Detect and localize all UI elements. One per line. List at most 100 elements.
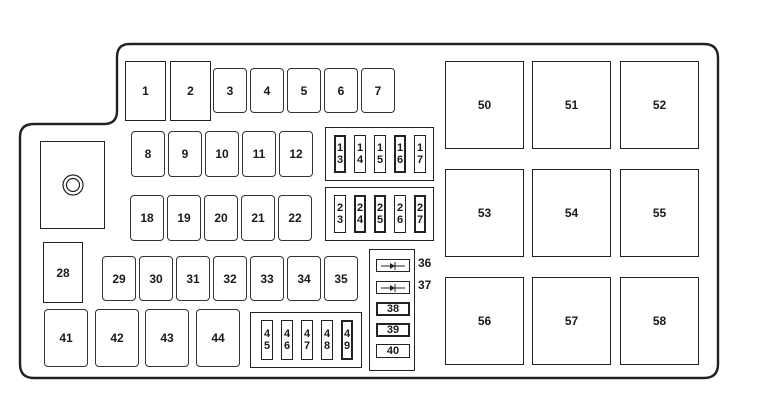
fuse-30-label: 30 [149, 271, 163, 286]
fuse-6[interactable]: 6 [324, 68, 358, 113]
fuse-11[interactable]: 11 [242, 131, 276, 177]
fuse-29-label: 29 [112, 271, 126, 286]
fuse-18[interactable]: 18 [130, 195, 164, 241]
fuse-42[interactable]: 42 [95, 309, 139, 367]
relay-2-label: 2 [187, 84, 194, 98]
fuse-39-label: 39 [386, 324, 400, 336]
mini-fuse-digit: 5 [263, 340, 271, 352]
fuse-3[interactable]: 3 [213, 68, 247, 113]
fuse-12[interactable]: 12 [279, 131, 313, 177]
relay-56-label: 56 [477, 314, 492, 328]
mini-fuse-digit: 7 [303, 340, 311, 352]
relay-58-label: 58 [652, 314, 667, 328]
mini-fuse-digit: 9 [343, 340, 351, 352]
fuse-40[interactable]: 40 [376, 344, 410, 358]
fuse-33[interactable]: 33 [250, 256, 284, 301]
relay-53[interactable]: 53 [445, 169, 524, 257]
fuse-32-label: 32 [223, 271, 237, 286]
relay-57[interactable]: 57 [532, 277, 611, 365]
fuse-4[interactable]: 4 [250, 68, 284, 113]
relay-55-label: 55 [652, 206, 667, 220]
mini-fuse-digit: 4 [323, 328, 331, 340]
relay-53-label: 53 [477, 206, 492, 220]
fuse-34[interactable]: 34 [287, 256, 321, 301]
mini-fuse-digit: 4 [356, 214, 364, 226]
fuse-29[interactable]: 29 [102, 256, 136, 301]
mini-fuse-digit: 2 [376, 202, 384, 214]
relay-57-label: 57 [564, 314, 579, 328]
fuse-35-label: 35 [334, 271, 348, 286]
relay-50[interactable]: 50 [445, 61, 524, 149]
diode-36-label: 36 [418, 256, 432, 270]
ground-stud-box [40, 141, 105, 229]
fuse-8-label: 8 [144, 147, 152, 161]
diode-36[interactable] [376, 259, 410, 272]
relay-2[interactable]: 2 [170, 61, 211, 121]
fuse-32[interactable]: 32 [213, 256, 247, 301]
fuse-20[interactable]: 20 [204, 195, 238, 241]
fuse-31-label: 31 [186, 271, 200, 286]
fuse-31[interactable]: 31 [176, 256, 210, 301]
fuse-34-label: 34 [297, 271, 311, 286]
fuse-38[interactable]: 38 [376, 302, 410, 316]
fuse-6-label: 6 [337, 83, 345, 98]
mini-fuse-digit: 6 [283, 340, 291, 352]
fuse-41[interactable]: 41 [44, 309, 88, 367]
relay-56[interactable]: 56 [445, 277, 524, 365]
mini-fuse-digit: 2 [396, 202, 404, 214]
relay-51-label: 51 [564, 98, 579, 112]
fuse-12-label: 12 [289, 147, 303, 161]
fuse-5[interactable]: 5 [287, 68, 321, 113]
mini-fuse-digit: 4 [303, 328, 311, 340]
relay-28[interactable]: 28 [43, 242, 83, 303]
relay-58[interactable]: 58 [620, 277, 699, 365]
fuse-21[interactable]: 21 [241, 195, 275, 241]
relay-54[interactable]: 54 [532, 169, 611, 257]
relay-52[interactable]: 52 [620, 61, 699, 149]
fuse-10[interactable]: 10 [205, 131, 239, 177]
mini-fuse-digit: 4 [343, 328, 351, 340]
mini-fuse-digit: 8 [323, 340, 331, 352]
fuse-9[interactable]: 9 [168, 131, 202, 177]
diode-37[interactable] [376, 281, 410, 294]
fuse-41-label: 41 [59, 331, 73, 345]
fuse-8[interactable]: 8 [131, 131, 165, 177]
fuse-19[interactable]: 19 [167, 195, 201, 241]
mini-fuse-digit: 2 [336, 202, 344, 214]
diode-icon [381, 283, 405, 292]
relay-55[interactable]: 55 [620, 169, 699, 257]
fuse-22[interactable]: 22 [278, 195, 312, 241]
fuse-43[interactable]: 43 [145, 309, 189, 367]
fuse-7[interactable]: 7 [361, 68, 395, 113]
fuse-44-label: 44 [211, 331, 225, 345]
fuse-30[interactable]: 30 [139, 256, 173, 301]
mini-fuse-digit: 4 [356, 154, 364, 166]
relay-1[interactable]: 1 [125, 61, 166, 121]
ground-stud-icon [62, 174, 84, 196]
fuse-39[interactable]: 39 [376, 323, 410, 337]
relay-51[interactable]: 51 [532, 61, 611, 149]
fuse-35[interactable]: 35 [324, 256, 358, 301]
fuse-43-label: 43 [160, 331, 174, 345]
fuse-44[interactable]: 44 [196, 309, 240, 367]
fuse-42-label: 42 [110, 331, 124, 345]
relay-54-label: 54 [564, 206, 579, 220]
mini-fuse-digit: 1 [416, 142, 424, 154]
